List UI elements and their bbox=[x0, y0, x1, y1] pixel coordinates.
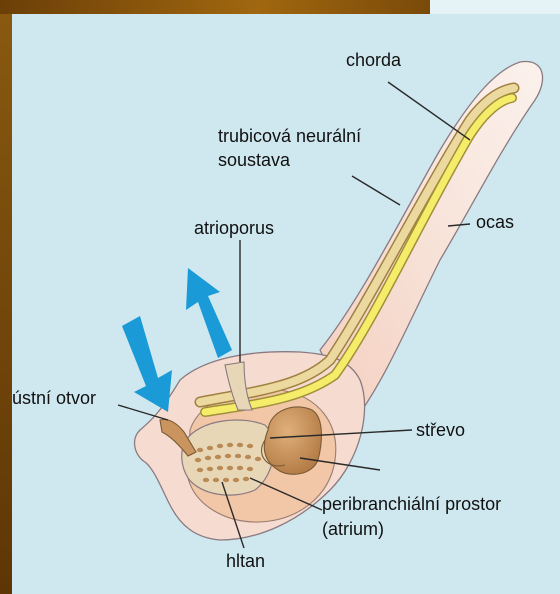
label-atrioporus: atrioporus bbox=[194, 218, 274, 238]
outflow-arrow bbox=[186, 268, 232, 358]
label-strevo: střevo bbox=[416, 420, 465, 440]
label-atrium-line2: (atrium) bbox=[322, 519, 384, 539]
label-mouth: ústní otvor bbox=[12, 388, 96, 408]
label-chorda: chorda bbox=[346, 50, 402, 70]
label-neural-line2: soustava bbox=[218, 150, 291, 170]
inflow-arrow bbox=[122, 316, 172, 412]
label-ocas: ocas bbox=[476, 212, 514, 232]
leader-neural bbox=[352, 176, 400, 205]
tail-fin bbox=[320, 62, 543, 420]
label-neural-line1: trubicová neurální bbox=[218, 126, 361, 146]
intestine bbox=[264, 407, 321, 474]
label-hltan: hltan bbox=[226, 551, 265, 571]
leader-chorda bbox=[388, 82, 470, 140]
label-atrium-line1: peribranchiální prostor bbox=[322, 494, 501, 514]
